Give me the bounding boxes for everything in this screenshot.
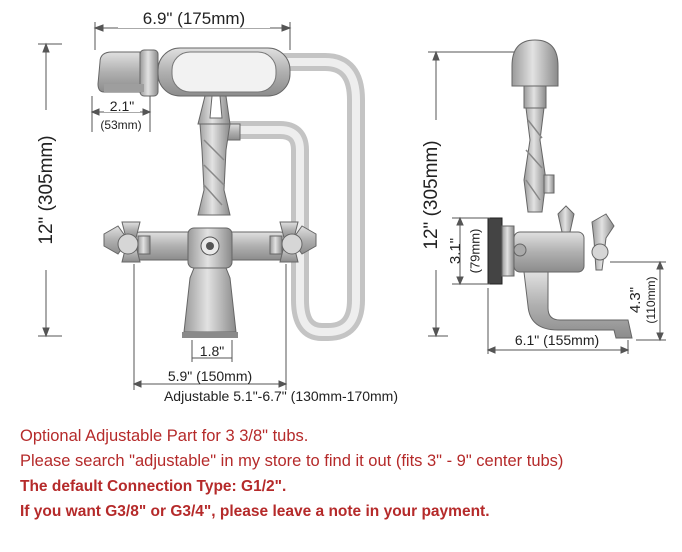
spout-drop-in: 4.3" [627, 287, 644, 313]
side-height-label: 12" (305mm) [421, 140, 442, 249]
spout-width-dimension [191, 340, 233, 362]
cradle-riser [197, 95, 241, 216]
front-width-label: 6.9" (175mm) [143, 9, 245, 28]
flange-height-in: 3.1" [447, 238, 464, 264]
note-connection-type: The default Connection Type: G1/2". [20, 478, 287, 495]
handshower [97, 47, 291, 97]
side-spout [523, 271, 633, 339]
spout-drop-dimension [610, 260, 666, 342]
front-view: 6.9" (175mm) 12" (305mm) [30, 8, 398, 404]
handshower-width-mm: (53mm) [100, 118, 141, 132]
front-height-label: 12" (305mm) [36, 135, 57, 244]
spout-width-label: 1.8" [200, 343, 224, 359]
reach-dimension [486, 288, 630, 354]
reach-label: 6.1" (155mm) [515, 332, 599, 348]
right-cross-handle-icon [269, 221, 317, 263]
note-payment: If you want G3/8" or G3/4", please leave… [20, 503, 490, 520]
flange-height-mm: (79mm) [467, 229, 482, 274]
wall-flange [487, 217, 585, 285]
notes: Optional Adjustable Part for 3 3/8" tubs… [20, 424, 670, 524]
faucet-dimension-diagram: 6.9" (175mm) 12" (305mm) [30, 8, 666, 404]
note-optional-part: Optional Adjustable Part for 3 3/8" tubs… [20, 427, 309, 445]
spout-drop-mm: (110mm) [644, 276, 658, 323]
center-distance-label: 5.9" (150mm) [168, 368, 252, 384]
side-lever-icon [557, 205, 615, 271]
front-spout [182, 267, 238, 338]
side-handshower [511, 39, 559, 213]
left-cross-handle-icon [103, 221, 151, 263]
note-search-store: Please search "adjustable" in my store t… [20, 452, 564, 470]
mixer-body [129, 227, 291, 269]
center-dimension [132, 264, 288, 390]
handshower-width-in: 2.1" [110, 98, 134, 114]
side-view: 12" (305mm) [418, 39, 666, 354]
hose [221, 53, 365, 341]
adjustable-range-label: Adjustable 5.1"-6.7" (130mm-170mm) [164, 388, 398, 404]
flange-dimension [452, 216, 490, 286]
